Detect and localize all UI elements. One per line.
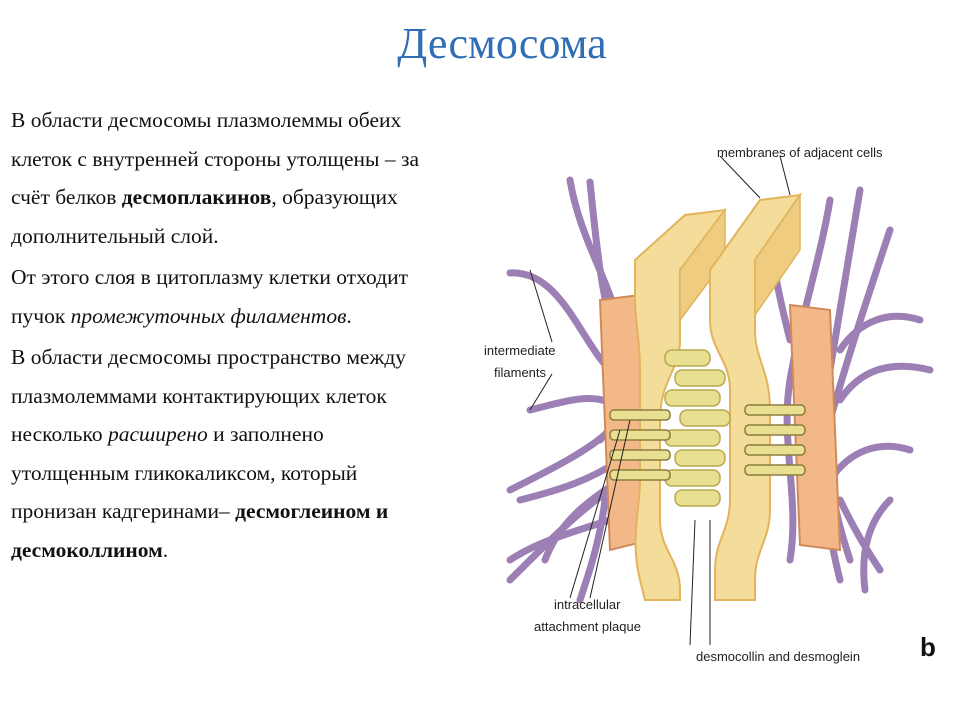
slide-title: Десмосома [397, 19, 607, 68]
p3-term-expanded: расширено [107, 422, 208, 446]
desmosome-diagram: membranes of adjacent cells intermediate… [470, 120, 950, 690]
label-pointers [529, 155, 791, 646]
p1-text-a: В области десмосомы плазмолеммы обеих кл… [11, 108, 419, 209]
p2-text-c: . [346, 303, 352, 328]
label-cadherins: desmocollin and desmoglein [696, 649, 861, 664]
label-plaque-line1: intracellular [554, 597, 621, 612]
label-plaque-line2: attachment plaque [534, 619, 641, 634]
label-filaments-line2: filaments [494, 365, 547, 380]
desmoplakin-rows [609, 404, 806, 481]
p2-text-a: От этого слоя в цитоплазму клетки отходи… [11, 265, 408, 328]
label-membranes: membranes of adjacent cells [717, 145, 883, 160]
right-membrane-top [754, 192, 801, 318]
paragraph-desmoplakins: В области десмосомы плазмолеммы обеих кл… [11, 101, 441, 255]
p3-term-cadherins: десмоглеином и десмоколлином [11, 499, 389, 562]
p1-term-desmoplakins: десмоплакинов [121, 185, 272, 209]
paragraph-filaments: От этого слоя в цитоплазму клетки отходи… [11, 258, 441, 335]
p3-text-a: В области десмосомы пространство между п… [11, 345, 407, 446]
body-text: В области десмосомы плазмолеммы обеих кл… [11, 101, 441, 572]
p1-text-c: , образующих дополнительный слой. [11, 185, 398, 248]
p3-text-c: и заполнено утолщенным гликокаликсом, ко… [11, 422, 358, 523]
label-filaments-line1: intermediate [484, 343, 556, 358]
panel-letter: b [920, 632, 936, 662]
paragraph-cadherins: В области десмосомы пространство между п… [11, 338, 441, 569]
right-cell-membrane [709, 193, 803, 601]
left-cell-membrane [634, 208, 728, 601]
p3-text-e: . [162, 537, 169, 562]
desmosome-illustration [506, 155, 934, 646]
cadherin-links [664, 349, 731, 507]
p2-term-filaments: промежуточных филаментов [70, 303, 347, 328]
